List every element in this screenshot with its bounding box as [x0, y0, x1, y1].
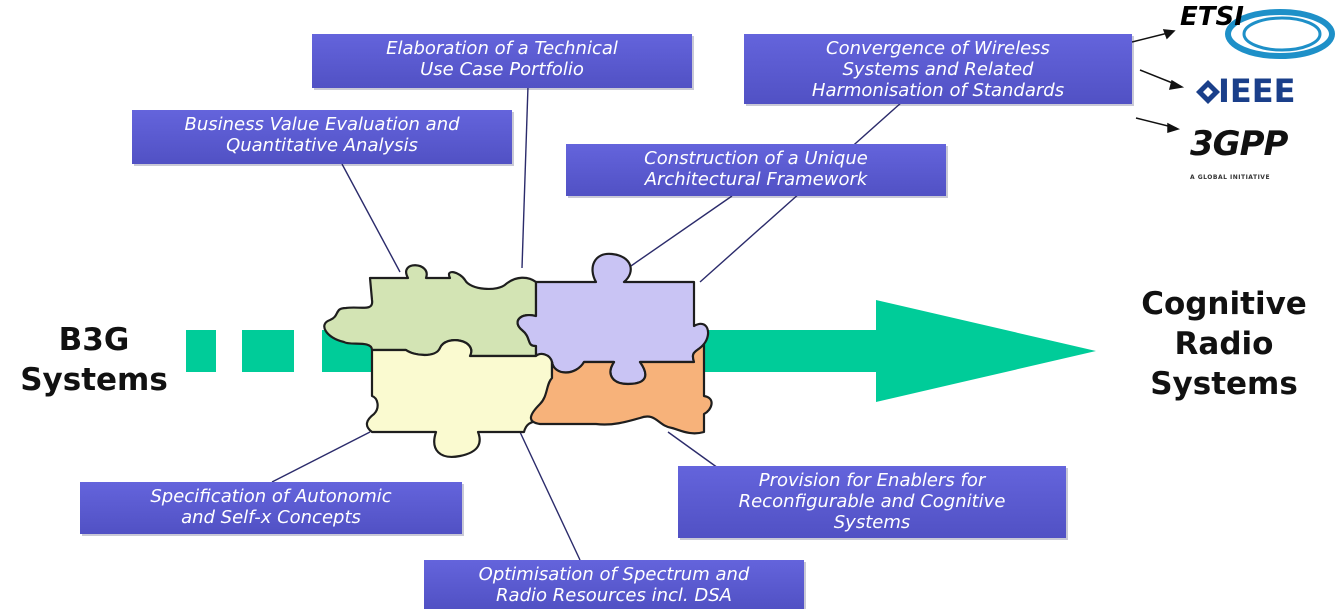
box-enablers-line-1: Provision for Enablers for — [758, 470, 986, 491]
etsi-logo-graphic — [1225, 9, 1335, 59]
label-systems-start: Systems — [20, 362, 168, 398]
label-b3g-systems: B3G Systems — [4, 320, 184, 400]
box-enablers: Provision for Enablers for Reconfigurabl… — [678, 466, 1066, 538]
arrow-shaft — [690, 330, 890, 372]
box-business-value-line-2: Quantitative Analysis — [226, 135, 418, 156]
connector-enablers — [667, 431, 719, 469]
connector-technical — [521, 85, 529, 269]
connector-spectrum — [519, 431, 581, 561]
puzzle-piece-green — [323, 264, 538, 358]
logo-pointers — [1131, 29, 1185, 134]
label-b3g: B3G — [58, 322, 130, 358]
etsi-ring-inner — [1242, 16, 1322, 52]
box-autonomic-line-1: Specification of Autonomic — [150, 486, 392, 507]
ieee-diamond-inner — [1203, 87, 1213, 97]
3gpp-logo: 3GPP — [1190, 124, 1288, 164]
box-spectrum: Optimisation of Spectrum and Radio Resou… — [424, 560, 804, 609]
box-convergence-line-3: Harmonisation of Standards — [811, 80, 1065, 101]
box-spectrum-line-2: Radio Resources incl. DSA — [496, 585, 732, 606]
connector-architecture — [627, 195, 733, 269]
arrow-dash-1 — [186, 330, 216, 372]
ieee-logo-graphic — [1196, 80, 1220, 104]
pointer-etsi-head — [1162, 29, 1176, 40]
box-technical-use-case-line-2: Use Case Portfolio — [420, 59, 584, 80]
box-enablers-line-2: Reconfigurable and Cognitive — [738, 491, 1006, 512]
puzzle-piece-orange — [529, 342, 713, 435]
label-cognitive-radio-systems: Cognitive Radio Systems — [1106, 284, 1342, 404]
box-convergence-line-2: Systems and Related — [842, 59, 1034, 80]
pointer-ieee-head — [1168, 79, 1185, 90]
box-convergence: Convergence of Wireless Systems and Rela… — [744, 34, 1132, 104]
arrow-dash-2 — [242, 330, 294, 372]
arrow-head — [876, 300, 1096, 402]
box-business-value-line-1: Business Value Evaluation and — [184, 114, 460, 135]
box-technical-use-case-line-1: Elaboration of a Technical — [386, 38, 618, 59]
box-architectural-framework: Construction of a Unique Architectural F… — [566, 144, 946, 196]
box-enablers-line-3: Systems — [833, 512, 911, 533]
label-cognitive: Cognitive — [1141, 286, 1307, 322]
box-technical-use-case: Elaboration of a Technical Use Case Port… — [312, 34, 692, 88]
etsi-logo: ETSI — [1180, 2, 1244, 32]
ieee-logo: IEEE — [1218, 72, 1296, 110]
puzzle-piece-yellow — [365, 339, 554, 458]
3gpp-logo-subtitle: A GLOBAL INITIATIVE — [1190, 174, 1271, 181]
label-systems-end: Systems — [1150, 366, 1298, 402]
progress-arrow — [186, 300, 1096, 402]
etsi-ring-outer — [1225, 9, 1335, 59]
box-autonomic-line-2: and Self-x Concepts — [181, 507, 361, 528]
label-radio: Radio — [1174, 326, 1274, 362]
box-autonomic: Specification of Autonomic and Self-x Co… — [80, 482, 462, 534]
connector-business — [341, 163, 401, 273]
pointer-3gpp-head — [1167, 122, 1181, 134]
connector-autonomic — [271, 431, 371, 483]
box-architectural-framework-line-1: Construction of a Unique — [644, 148, 868, 169]
box-business-value: Business Value Evaluation and Quantitati… — [132, 110, 512, 164]
box-convergence-line-1: Convergence of Wireless — [826, 38, 1050, 59]
box-spectrum-line-1: Optimisation of Spectrum and — [478, 564, 750, 585]
box-architectural-framework-line-2: Architectural Framework — [644, 169, 868, 190]
puzzle — [323, 252, 713, 458]
